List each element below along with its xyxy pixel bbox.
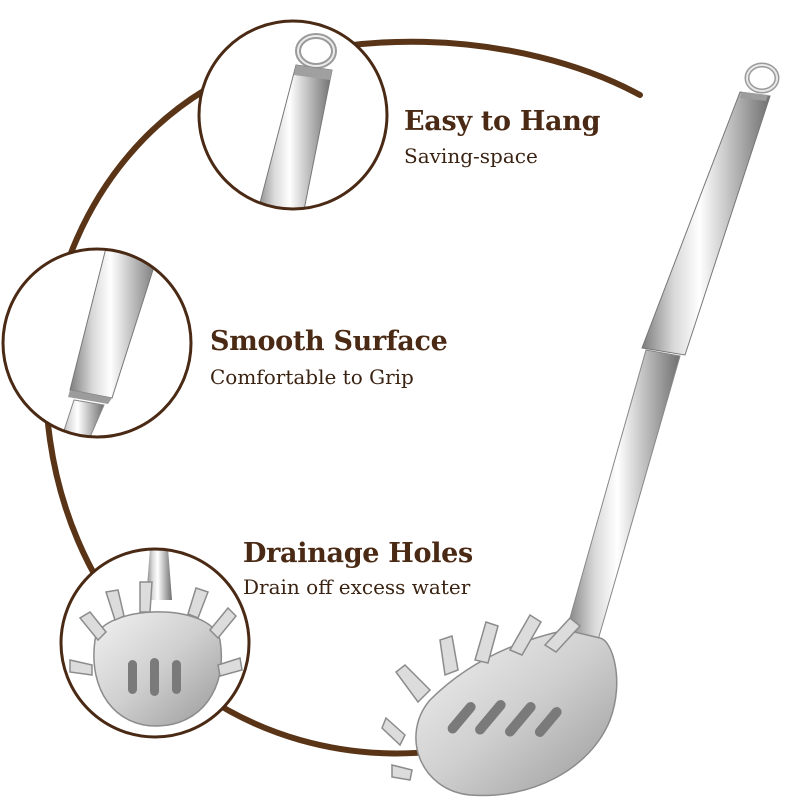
feature-subtitle-surface: Comfortable to Grip xyxy=(210,365,414,389)
feature-title-drainage: Drainage Holes xyxy=(243,538,473,569)
handle-closeup-icon xyxy=(1,247,193,439)
feature-subtitle-hang: Saving-space xyxy=(404,144,538,168)
feature-title-surface: Smooth Surface xyxy=(210,326,448,357)
hanging-ring-closeup-icon xyxy=(197,19,389,211)
feature-subtitle-drainage: Drain off excess water xyxy=(243,575,471,599)
spoon-head-closeup-icon xyxy=(59,547,251,739)
feature-title-hang: Easy to Hang xyxy=(404,106,601,137)
pasta-server-spoon-icon xyxy=(381,62,780,797)
